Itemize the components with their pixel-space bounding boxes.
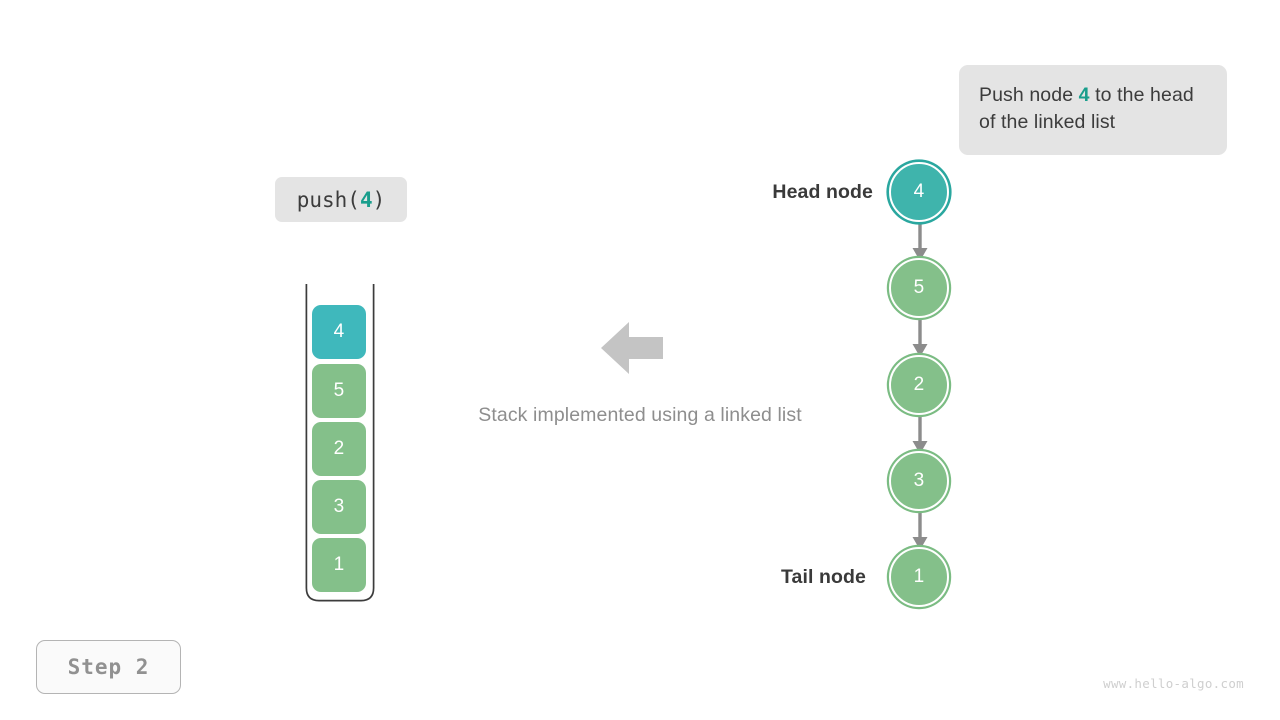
callout-suffix: to the head of the linked list [979, 84, 1194, 133]
stack-item-value: 1 [333, 554, 345, 575]
callout-prefix: Push node [979, 84, 1079, 106]
stack-item: 4 [312, 305, 366, 359]
stack-container [305, 284, 375, 602]
node-value: 3 [913, 470, 925, 491]
step-badge: Step 2 [36, 640, 181, 694]
link-arrow-icon [912, 415, 928, 454]
callout-value: 4 [1078, 84, 1090, 106]
link-arrow-icon [912, 511, 928, 550]
linked-list-node: 4 [889, 162, 949, 222]
operation-label: push(4) [275, 177, 407, 222]
node-value: 4 [913, 181, 925, 202]
linked-list-node: 5 [889, 258, 949, 318]
link-arrow-icon [912, 318, 928, 357]
operation-value: 4 [359, 187, 373, 212]
tail-node-label: Tail node [780, 566, 866, 588]
operation-prefix: push( [296, 187, 360, 212]
diagram-caption: Stack implemented using a linked list [478, 404, 802, 426]
link-arrow-icon [912, 222, 928, 261]
stack-item-value: 4 [333, 321, 345, 342]
node-value: 1 [913, 566, 925, 587]
linked-list-node: 2 [889, 355, 949, 415]
watermark: www.hello-algo.com [1103, 676, 1244, 691]
stack-item: 5 [312, 364, 366, 418]
left-arrow-icon [601, 322, 663, 374]
linked-list-node: 1 [889, 547, 949, 607]
stack-item: 3 [312, 480, 366, 534]
head-node-label: Head node [772, 181, 873, 203]
stack-item-value: 2 [333, 438, 345, 459]
operation-suffix: ) [372, 187, 386, 212]
node-value: 2 [913, 374, 925, 395]
stack-item-value: 3 [333, 496, 345, 517]
push-callout: Push node 4 to the head of the linked li… [959, 65, 1227, 155]
stack-item: 1 [312, 538, 366, 592]
node-value: 5 [913, 277, 925, 298]
stack-item-value: 5 [333, 380, 345, 401]
linked-list-node: 3 [889, 451, 949, 511]
stack-item: 2 [312, 422, 366, 476]
